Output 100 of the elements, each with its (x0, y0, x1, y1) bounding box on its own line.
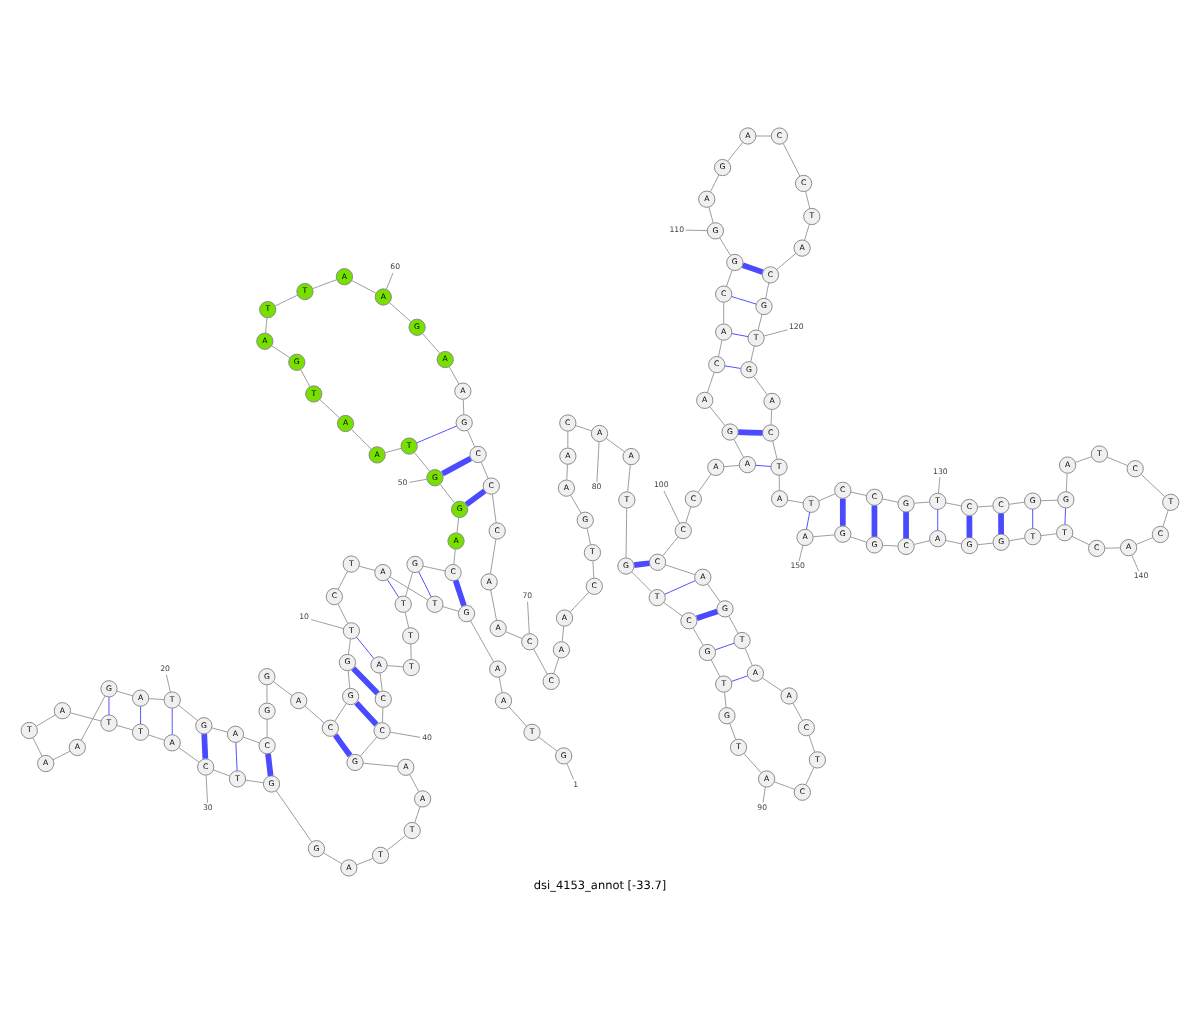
connector (410, 643, 412, 660)
connector (1065, 472, 1068, 492)
connector (300, 369, 311, 388)
connector (731, 675, 748, 682)
connector (80, 695, 106, 741)
connector (741, 262, 764, 275)
connector (805, 766, 815, 786)
connector (977, 542, 994, 546)
connector (312, 279, 338, 290)
connector (273, 681, 293, 697)
connector (685, 229, 708, 232)
connector (1140, 474, 1166, 497)
connector (35, 714, 56, 727)
connector (605, 437, 625, 453)
connector (439, 483, 455, 504)
connector (362, 762, 398, 767)
connector (1074, 456, 1092, 463)
connector (453, 548, 456, 565)
connector (774, 781, 795, 790)
connector (762, 786, 766, 803)
connector (787, 499, 804, 504)
connector (726, 269, 733, 287)
connector (709, 406, 726, 427)
connector (798, 545, 804, 562)
connector (765, 282, 770, 299)
connector (304, 705, 325, 724)
connector (662, 536, 679, 557)
connector (116, 690, 134, 697)
connector (384, 447, 402, 454)
connector (1064, 507, 1067, 525)
connector (850, 491, 867, 496)
connector (274, 294, 298, 307)
connector (627, 464, 631, 493)
connector (386, 272, 394, 290)
connector (850, 536, 867, 543)
connector (631, 571, 652, 592)
connector (413, 452, 431, 472)
connector (761, 677, 783, 692)
connector (245, 779, 264, 784)
connector (70, 712, 102, 722)
connector (753, 375, 768, 396)
connector (633, 560, 650, 568)
connector (265, 317, 268, 334)
connector (508, 706, 528, 727)
connector (596, 441, 600, 483)
connector (205, 774, 208, 804)
connector (937, 509, 939, 531)
connector (818, 493, 836, 502)
connector (32, 737, 43, 757)
connector (881, 498, 899, 503)
connector (1135, 537, 1154, 545)
connector (727, 141, 744, 162)
connector (553, 657, 560, 674)
connector (408, 478, 428, 483)
connector (714, 642, 735, 651)
connector (351, 429, 372, 450)
connector (744, 648, 753, 667)
connector (498, 676, 503, 693)
connector (723, 464, 740, 468)
connector (358, 565, 376, 571)
connector (242, 736, 260, 744)
connector (664, 580, 696, 595)
connector (527, 601, 530, 634)
connector (533, 648, 548, 675)
connector (706, 372, 715, 393)
connector (178, 747, 200, 763)
connector (710, 659, 721, 678)
connector (778, 474, 780, 492)
connector (561, 625, 565, 642)
connector (235, 741, 238, 772)
connector (347, 670, 351, 689)
connector (750, 345, 755, 362)
connector (1071, 535, 1090, 546)
connector (663, 602, 683, 617)
connector (386, 579, 400, 598)
connector (337, 571, 348, 590)
connector (165, 674, 171, 693)
connector (464, 488, 487, 507)
connector (808, 734, 816, 753)
connector (566, 763, 575, 780)
connector (505, 631, 523, 640)
connector (418, 571, 432, 598)
connector (772, 440, 778, 460)
connector (470, 620, 495, 663)
connector (178, 704, 198, 721)
connector (839, 498, 846, 526)
connector (977, 505, 994, 508)
connector (757, 313, 763, 331)
connector (1040, 533, 1057, 537)
connector (490, 589, 498, 621)
connector (386, 835, 406, 851)
connector (409, 774, 420, 793)
connector (782, 143, 801, 177)
connector (1032, 508, 1034, 529)
connector (738, 429, 763, 436)
connector (708, 206, 714, 224)
connector (422, 333, 441, 354)
connector (755, 464, 772, 467)
connector (334, 703, 347, 722)
connector (266, 684, 268, 704)
